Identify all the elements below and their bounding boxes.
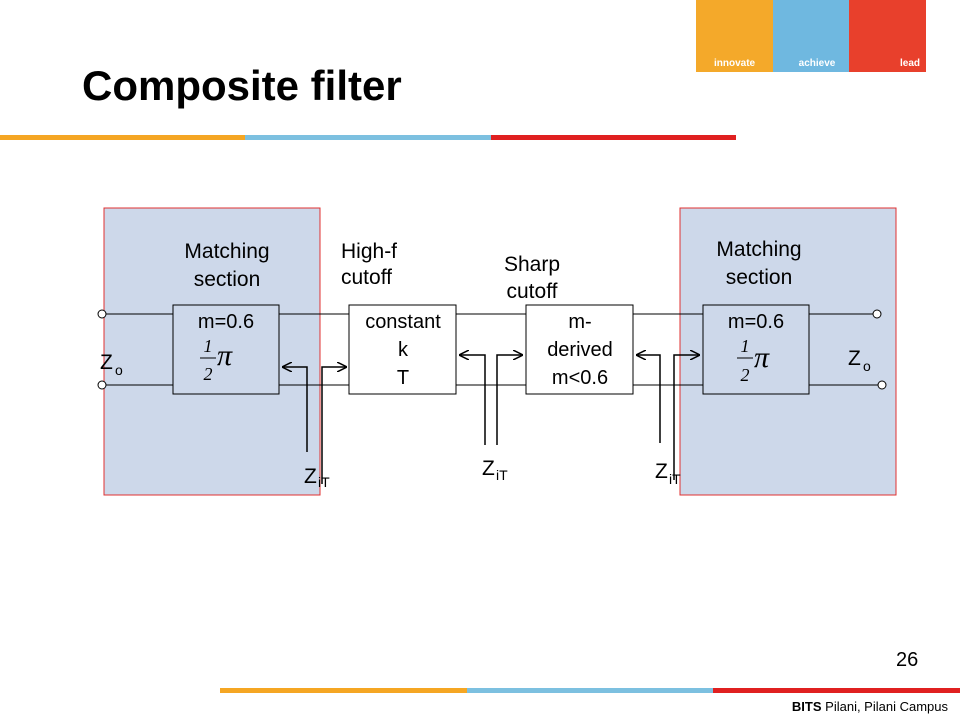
left-matching-label-line1: Matching [184,240,269,263]
logo-word-innovate: innovate [714,58,756,69]
logo-word-achieve: achieve [798,58,836,69]
sharp-label-line2: cutoff [507,280,558,303]
footer-bar-blue [466,688,714,693]
right-box-frac-num: 1 [741,336,750,356]
mderived-line1: m- [568,311,591,333]
right-matching-label-line1: Matching [716,238,801,261]
footer-text: BITS Pilani, Pilani Campus [792,699,948,714]
right-box-pi-symbol: π [754,341,770,374]
z-right-main: Z [848,347,861,370]
highf-label-line2: cutoff [341,266,392,289]
logo-segment-lead: lead [849,0,927,72]
z-left-sub: o [115,362,123,378]
ziT-1-sub: iT [318,474,330,490]
left-matching-label-line2: section [194,268,261,291]
right-m-box [702,304,810,395]
mderived-line3: m<0.6 [552,367,608,389]
constant-k-box [348,304,457,395]
footer-bar [220,688,960,693]
terminal-right-bottom [877,380,887,390]
footer-bits: BITS [791,699,822,714]
ziT-3-main: Z [655,460,668,483]
mderived-line2: derived [547,339,613,361]
bar-orange [0,135,246,140]
left-box-pi-symbol: π [217,339,233,372]
constk-line1: constant [365,311,441,333]
bar-blue [245,135,491,140]
terminal-left-top [97,309,107,319]
right-box-m-value: m=0.6 [728,311,784,333]
footer-bar-red [713,688,960,693]
terminal-left-bottom [97,380,107,390]
m-derived-box [525,304,634,395]
constk-line2: k [398,339,409,361]
bits-logo: innovate achieve lead [696,0,927,72]
page-number: 26 [896,649,919,671]
slide-title: Composite filter [82,62,402,109]
logo-word-lead: lead [900,58,921,69]
right-matching-label-line2: section [726,266,793,289]
logo-segment-achieve: achieve [772,0,850,72]
footer-bar-orange [220,688,467,693]
ziT-3-sub: iT [669,471,681,487]
bar-red [490,135,736,140]
left-box-frac-num: 1 [204,336,213,356]
right-box-frac-den: 2 [741,365,750,385]
sharp-label-line1: Sharp [504,253,560,276]
logo-segment-innovate: innovate [696,0,773,72]
ziT-1-main: Z [304,465,317,488]
ziT-arrows [283,355,699,484]
left-box-frac-den: 2 [204,364,213,384]
left-box-m-value: m=0.6 [198,311,254,333]
highf-label-line1: High-f [341,240,397,263]
ziT-2-main: Z [482,457,495,480]
left-m-box [172,304,280,395]
constk-line3: T [397,367,409,389]
title-underline-bar [0,135,736,140]
ziT-2-sub: iT [496,467,508,483]
footer-campus: Pilani, Pilani Campus [821,699,948,714]
z-right-sub: o [863,358,871,374]
z-left-main: Z [100,351,113,374]
transmission-lines [106,313,878,386]
terminal-right-top [872,309,882,319]
